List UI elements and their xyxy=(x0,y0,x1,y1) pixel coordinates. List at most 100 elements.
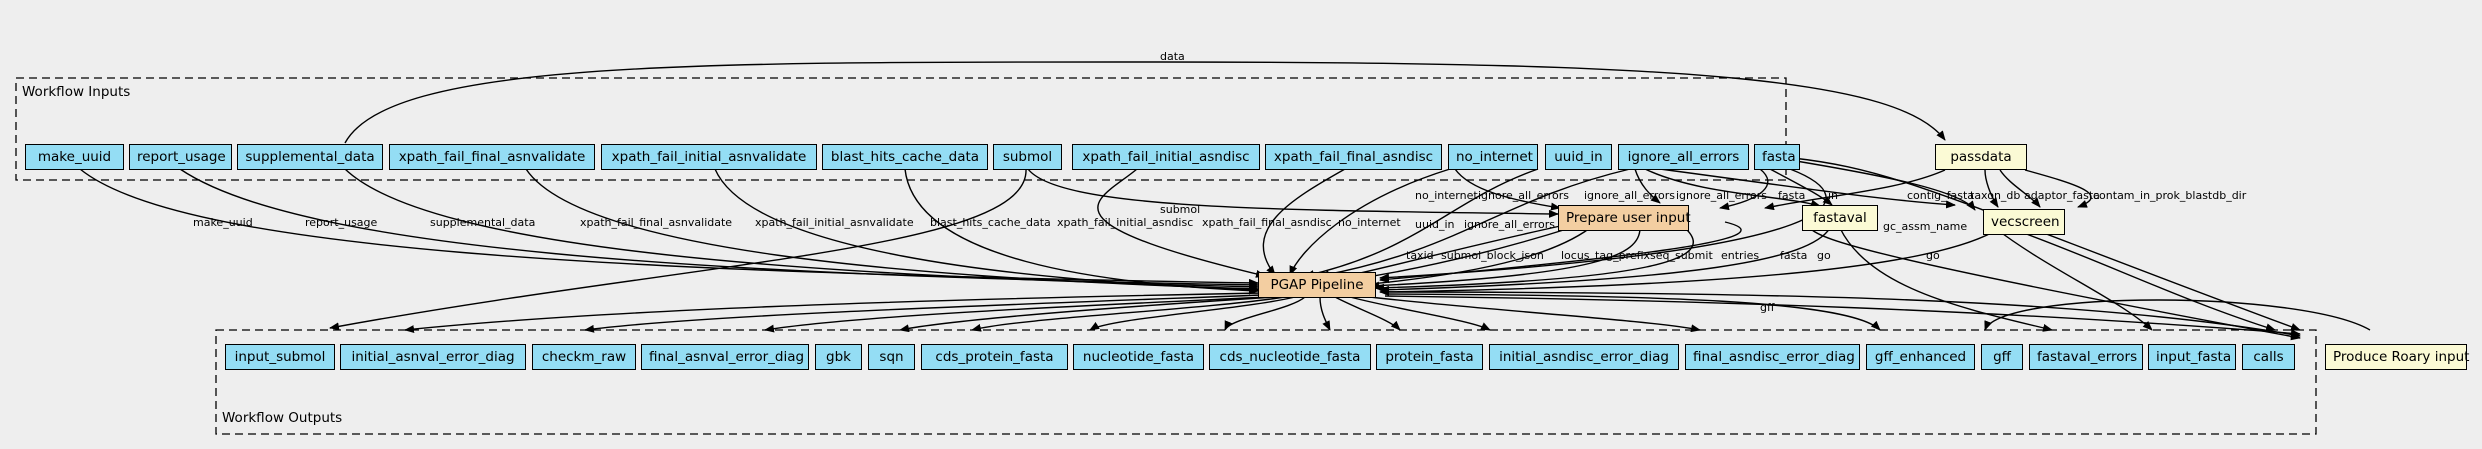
output-cds-nucleotide-fasta[interactable]: cds_nucleotide_fasta xyxy=(1209,344,1371,370)
edge-label-iae-b: ignore_all_errors xyxy=(1464,218,1555,231)
edge-out-final_asndisc xyxy=(1369,296,1701,333)
output-checkm-raw[interactable]: checkm_raw xyxy=(532,344,636,370)
edge-label-contam: contam_in_prok_blastdb_dir xyxy=(2093,189,2247,202)
edge-label-fasta-b: fasta xyxy=(1780,249,1807,262)
edge-iae-a xyxy=(1319,168,1631,279)
edge-label-adaptor_fasta: adaptor_fasta xyxy=(2024,189,2100,202)
input-xpath-fail-initial-asndisc[interactable]: xpath_fail_initial_asndisc xyxy=(1072,144,1260,170)
edge-entries xyxy=(1374,227,1695,292)
input-no-internet[interactable]: no_internet xyxy=(1448,144,1538,170)
input-xpath-fail-final-asnvalidate[interactable]: xpath_fail_final_asnvalidate xyxy=(389,144,595,170)
edge-go-b xyxy=(1379,227,2001,296)
edge-label-fasta-a: fasta xyxy=(1778,189,1805,202)
edge-xpath_final_asnvalidate xyxy=(525,168,1259,293)
edge-fasta-roary xyxy=(1792,157,2301,331)
output-calls[interactable]: calls xyxy=(2242,344,2295,370)
input-blast-hits-cache-data[interactable]: blast_hits_cache_data xyxy=(822,144,988,170)
edge-label-in: in xyxy=(1828,189,1838,202)
edge-out-gff_enhanced xyxy=(1384,293,1881,331)
edge-label-no_internet-b: no_internet xyxy=(1415,189,1478,202)
output-input-submol[interactable]: input_submol xyxy=(225,344,335,370)
step-vecscreen[interactable]: vecscreen xyxy=(1983,209,2065,235)
edge-label-gc_assm_name: gc_assm_name xyxy=(1883,220,1967,233)
output-cds-protein-fasta[interactable]: cds_protein_fasta xyxy=(921,344,1068,370)
input-xpath-fail-initial-asnvalidate[interactable]: xpath_fail_initial_asnvalidate xyxy=(601,144,817,170)
output-final-asnval-error-diag[interactable]: final_asnval_error_diag xyxy=(641,344,809,370)
edge-iae-b xyxy=(1634,168,1661,204)
edge-label-contig_fasta: contig_fasta xyxy=(1907,189,1974,202)
input-fasta[interactable]: fasta xyxy=(1754,144,1800,170)
edge-no_internet-prepare xyxy=(1454,168,1561,211)
edge-label-submol_block_json: submol_block_json xyxy=(1441,249,1544,262)
edge-label-supplemental_data: supplemental_data xyxy=(430,216,535,229)
edge-labels: data make_uuid report_usage supplemental… xyxy=(193,50,2247,314)
step-prepare-user-input[interactable]: Prepare user input xyxy=(1558,205,1691,231)
edge-label-xpath_final_asndisc: xpath_fail_final_asndisc xyxy=(1202,216,1332,229)
output-protein-fasta[interactable]: protein_fasta xyxy=(1376,344,1483,370)
input-ignore-all-errors[interactable]: ignore_all_errors xyxy=(1618,144,1749,170)
input-submol[interactable]: submol xyxy=(993,144,1062,170)
workflow-outputs-cluster xyxy=(215,329,2317,435)
edge-out-gbk xyxy=(899,296,1276,333)
edge-locus_tag_prefix xyxy=(1359,227,1591,289)
input-uuid-in[interactable]: uuid_in xyxy=(1545,144,1612,170)
edge-label-taxid: taxid xyxy=(1406,249,1434,262)
edge-xpath_initial_asnvalidate xyxy=(714,168,1259,294)
edge-out-checkm xyxy=(584,294,1263,333)
edge-label-no_internet-a: no_internet xyxy=(1338,216,1401,229)
output-gff-enhanced[interactable]: gff_enhanced xyxy=(1866,344,1975,370)
input-make-uuid[interactable]: make_uuid xyxy=(25,144,124,170)
edge-data xyxy=(344,61,1946,144)
edge-label-data: data xyxy=(1160,50,1185,63)
edge-out-protein xyxy=(1334,296,1401,331)
edge-label-go-b: go xyxy=(1926,249,1940,262)
edge-uuid_in xyxy=(1304,168,1539,278)
output-initial-asnval-error-diag[interactable]: initial_asnval_error_diag xyxy=(340,344,526,370)
output-sqn[interactable]: sqn xyxy=(868,344,915,370)
edge-fasta-vecscreen xyxy=(1789,159,1976,211)
edge-out-nucleotide xyxy=(1224,296,1306,331)
edge-adaptor_fasta xyxy=(1999,169,2041,208)
edge-seq_submit xyxy=(1369,227,1641,290)
edge-blast_hits xyxy=(904,168,1259,295)
edge-roary-gff_enhanced xyxy=(1984,299,2371,331)
input-xpath-fail-final-asndisc[interactable]: xpath_fail_final_asndisc xyxy=(1265,144,1442,170)
edge-gc_assm_name xyxy=(1379,221,1742,284)
edge-no_internet-pgap xyxy=(1289,168,1451,276)
step-passdata[interactable]: passdata xyxy=(1935,144,2027,170)
edge-label-make_uuid: make_uuid xyxy=(193,216,253,229)
step-fastaval[interactable]: fastaval xyxy=(1802,205,1878,231)
edge-label-taxon_db: taxon_db xyxy=(1970,189,2020,202)
edge-contig_fasta xyxy=(1764,169,1946,211)
output-gbk[interactable]: gbk xyxy=(815,344,862,370)
step-pgap-pipeline[interactable]: PGAP Pipeline xyxy=(1258,272,1376,298)
edge-label-gff: gff xyxy=(1760,301,1775,314)
edge-xpath_final_asndisc xyxy=(1262,168,1346,276)
output-input-fasta[interactable]: input_fasta xyxy=(2148,344,2236,370)
edge-contam xyxy=(2024,169,2092,208)
edge-iae-c xyxy=(1644,168,1821,208)
output-nucleotide-fasta[interactable]: nucleotide_fasta xyxy=(1073,344,1204,370)
edge-label-xpath_final_asnvalidate: xpath_fail_final_asnvalidate xyxy=(580,216,732,229)
edge-label-seq_submit: seq_submit xyxy=(1650,249,1713,262)
input-report-usage[interactable]: report_usage xyxy=(129,144,232,170)
output-fastaval-errors[interactable]: fastaval_errors xyxy=(2029,344,2143,370)
edge-taxon_db xyxy=(1984,169,1999,208)
edge-label-xpath_initial_asndisc: xpath_fail_initial_asndisc xyxy=(1057,216,1193,229)
edge-label-iae-a: ignore_all_errors xyxy=(1478,189,1569,202)
edge-submol-pgap xyxy=(329,168,1027,331)
step-produce-roary-input[interactable]: Produce Roary input xyxy=(2325,344,2469,370)
edges xyxy=(79,61,2371,341)
input-supplemental-data[interactable]: supplemental_data xyxy=(237,144,383,170)
output-final-asndisc-error-diag[interactable]: final_asndisc_error_diag xyxy=(1685,344,1860,370)
edge-out-sqn xyxy=(971,296,1286,332)
edge-fasta-b xyxy=(1769,168,1833,206)
workflow-outputs-label: Workflow Outputs xyxy=(222,410,343,426)
output-gff[interactable]: gff xyxy=(1981,344,2023,370)
edge-fasta-pgap xyxy=(1379,168,1827,282)
edge-out-cds_protein xyxy=(1089,296,1296,331)
output-initial-asndisc-error-diag[interactable]: initial_asndisc_error_diag xyxy=(1489,344,1679,370)
edge-label-entries: entries xyxy=(1721,249,1759,262)
workflow-inputs-label: Workflow Inputs xyxy=(22,84,131,100)
